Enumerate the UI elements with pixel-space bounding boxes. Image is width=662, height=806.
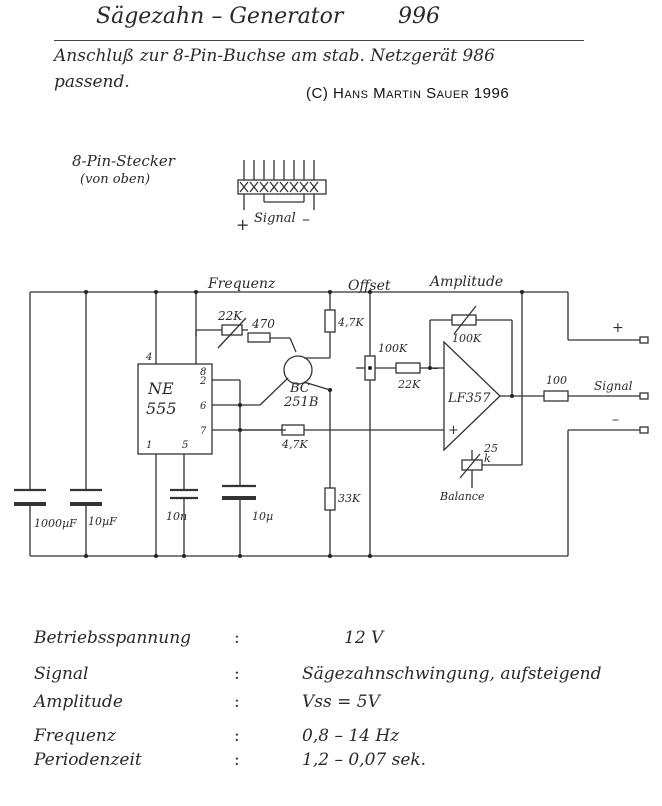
spec-value: Vss = 5V — [302, 692, 380, 712]
spec-label: Betriebsspannung — [34, 628, 192, 648]
label-pot-25k-a: 25 — [483, 442, 498, 455]
resistor-4k7-top — [324, 292, 336, 358]
connector-plus: + — [236, 215, 249, 234]
supply-rails — [29, 291, 640, 557]
ne555-name-1: NE — [147, 379, 174, 398]
ne555-pin7: 7 — [200, 426, 207, 437]
spec-colon: : — [234, 726, 240, 746]
pin-header — [237, 160, 327, 210]
label-pot-22k: 22K — [217, 309, 243, 323]
label-balance: Balance — [439, 490, 485, 503]
label-pot-100k-amplitude: 100K — [452, 332, 482, 345]
subtitle-line1: Anschluß zur 8-Pin-Buchse am stab. Netzg… — [54, 46, 495, 66]
label-pot-100k-offset: 100K — [378, 342, 408, 355]
label-c-10n: 10n — [166, 510, 187, 523]
label-c-10u: 10µ — [252, 510, 273, 523]
capacitor-1000uf — [14, 488, 46, 506]
title-number: 996 — [398, 4, 440, 29]
output-terminals — [639, 336, 649, 434]
label-c-10uf: 10µF — [88, 515, 117, 528]
connector-minus: – — [302, 209, 310, 228]
spec-value: 1,2 – 0,07 sek. — [302, 750, 427, 770]
resistor-470 — [247, 332, 297, 353]
resistor-4k7-mid — [240, 424, 444, 436]
spec-colon: : — [234, 750, 240, 770]
ne555-pin1: 1 — [146, 440, 152, 451]
spec-value: Sägezahnschwingung, aufsteigend — [302, 664, 602, 684]
connector-label: 8-Pin-Stecker — [72, 152, 175, 170]
label-plus-out: + — [612, 320, 624, 336]
label-minus-out: – — [612, 412, 619, 428]
resistor-100-out — [543, 390, 640, 402]
label-r-470: 470 — [251, 317, 275, 331]
label-r-4k7-top: 4,7K — [337, 316, 364, 329]
header-rule — [54, 40, 584, 41]
opamp-name: LF357 — [447, 391, 491, 406]
spec-label: Frequenz — [34, 726, 116, 746]
potentiometer-100k-amplitude — [429, 305, 513, 396]
copyright: (C) Hans Martin Sauer 1996 — [306, 85, 510, 102]
spec-row-betriebsspannung: Betriebsspannung : 12 V — [34, 628, 634, 656]
opamp-minus: – — [432, 361, 439, 376]
spec-colon: : — [234, 664, 240, 684]
ne555-pin4: 4 — [145, 352, 152, 363]
spec-row-frequenz: Frequenz : 0,8 – 14 Hz — [34, 726, 634, 754]
label-r-100: 100 — [546, 374, 567, 387]
label-offset: Offset — [348, 278, 391, 294]
spec-colon: : — [234, 628, 240, 648]
label-r-33k: 33K — [338, 492, 361, 505]
label-amplitude: Amplitude — [428, 274, 503, 290]
ne555-pin2: 2 — [199, 376, 206, 387]
label-c-1000uf: 1000µF — [34, 517, 77, 530]
label-pot-25k-b: k — [484, 452, 491, 465]
spec-row-periodenzeit: Periodenzeit : 1,2 – 0,07 sek. — [34, 750, 634, 778]
capacitor-10n — [170, 488, 198, 556]
junction-dots — [84, 290, 524, 558]
transistor-name-1: BC — [289, 381, 310, 396]
ne555-name-2: 555 — [146, 399, 177, 418]
capacitor-10u — [222, 484, 256, 556]
opamp-plus: + — [448, 423, 459, 438]
transistor-name-2: 251B — [283, 395, 318, 410]
connector-signal: Signal — [254, 211, 296, 226]
transistor-bc251b — [259, 355, 331, 406]
subtitle-line2: passend. — [54, 72, 130, 92]
potentiometer-22k — [195, 317, 248, 349]
label-signal-out: Signal — [594, 379, 633, 393]
spec-value: 0,8 – 14 Hz — [302, 726, 400, 746]
connector-sublabel: (von oben) — [80, 172, 151, 187]
spec-row-signal: Signal : Sägezahnschwingung, aufsteigend — [34, 664, 634, 692]
spec-label: Periodenzeit — [34, 750, 142, 770]
spec-row-amplitude: Amplitude : Vss = 5V — [34, 692, 634, 720]
capacitor-10uf — [70, 488, 102, 506]
spec-colon: : — [234, 692, 240, 712]
ne555-pin8: 8 — [200, 367, 206, 378]
ne555-pin6: 6 — [200, 401, 207, 412]
label-r-22k: 22K — [397, 378, 421, 391]
label-r-4k7-mid: 4,7K — [281, 438, 308, 451]
ne555-pin5: 5 — [182, 440, 188, 451]
potentiometer-100k-offset — [356, 292, 396, 556]
spec-label: Amplitude — [34, 692, 123, 712]
label-frequenz: Frequenz — [207, 276, 276, 292]
spec-value: 12 V — [344, 628, 384, 648]
spec-label: Signal — [34, 664, 89, 684]
potentiometer-25k-balance — [459, 292, 523, 488]
resistor-33k — [324, 390, 336, 556]
title: Sägezahn – Generator — [96, 4, 344, 29]
